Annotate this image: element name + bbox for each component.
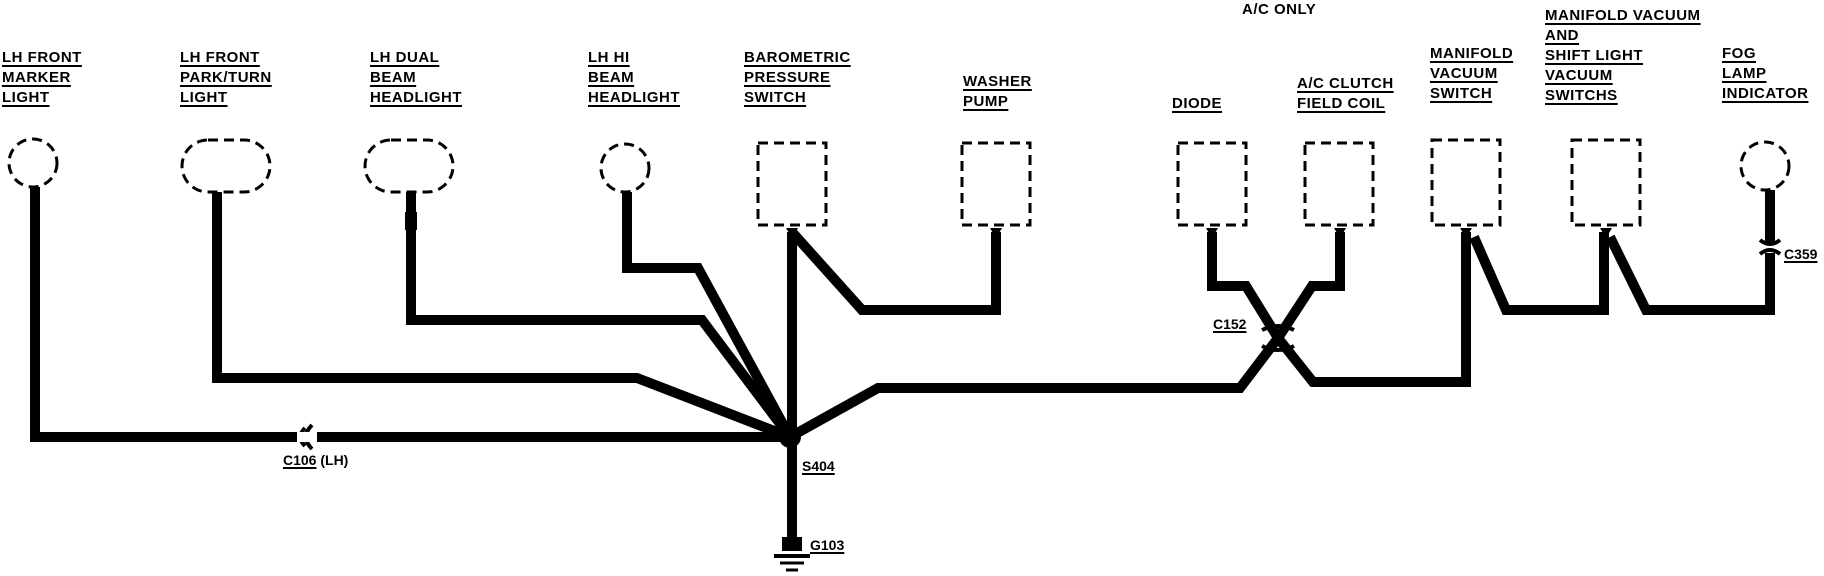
diode-label: DIODE — [1172, 95, 1223, 112]
wire-hi-beam — [622, 192, 795, 440]
ac-only-label: A/C ONLY — [1242, 1, 1317, 18]
c152-connector-label: C152 — [1213, 316, 1247, 332]
manifold-vacuum-shift-light-switchs-outline — [1570, 138, 1642, 227]
s404-splice-label: S404 — [802, 458, 835, 474]
diode-outline — [1176, 141, 1248, 227]
ground-symbol — [774, 537, 810, 572]
lh-front-park-turn-light-outline — [180, 138, 272, 194]
barometric-pressure-switch-label: BAROMETRIC PRESSURE SWITCH — [744, 49, 851, 106]
ac-clutch-field-coil-label: A/C CLUTCH FIELD COIL — [1297, 75, 1394, 112]
washer-pump-label: WASHER PUMP — [963, 73, 1032, 110]
lh-front-marker-light-label: LH FRONT MARKER LIGHT — [2, 49, 82, 106]
wire-manifold-vacuum-branch — [1469, 232, 1609, 315]
fog-lamp-indicator-outline — [1739, 140, 1791, 192]
c359-connector-label: C359 — [1784, 246, 1818, 262]
wire-washer-pump — [788, 228, 1001, 315]
lh-dual-beam-headlight-outline — [363, 138, 455, 194]
ac-clutch-field-coil-outline — [1303, 141, 1375, 227]
s404-splice — [779, 426, 801, 448]
barometric-pressure-switch-outline — [756, 141, 828, 227]
manifold-vacuum-switch-outline — [1430, 138, 1502, 227]
wire-shift-light — [1605, 190, 1775, 315]
lh-dual-beam-headlight-label: LH DUAL BEAM HEADLIGHT — [370, 49, 462, 106]
wire-park-turn — [212, 192, 792, 442]
c106-connector-label: C106 (LH) — [283, 452, 349, 468]
manifold-vacuum-switch-label: MANIFOLD VACUUM SWITCH — [1430, 45, 1514, 102]
c359-connector-mark — [1758, 238, 1782, 256]
lh-front-marker-light-outline — [7, 137, 59, 189]
manifold-vacuum-shift-light-switchs-label: MANIFOLD VACUUM AND SHIFT LIGHT VACUUM S… — [1545, 7, 1701, 104]
lh-hi-beam-headlight-label: LH HI BEAM HEADLIGHT — [588, 49, 680, 106]
fog-lamp-indicator-label: FOG LAMP INDICATOR — [1722, 45, 1809, 102]
wire-diode — [1207, 232, 1283, 341]
lh-hi-beam-headlight-outline — [599, 142, 651, 194]
wire-dual-beam — [406, 192, 794, 441]
wire-main-right — [787, 232, 1471, 442]
wire-ac-clutch — [1273, 232, 1345, 341]
wire-marker-light — [30, 187, 790, 442]
c152-connector-mark — [1261, 324, 1295, 352]
washer-pump-outline — [960, 141, 1032, 227]
g103-ground-label: G103 — [810, 537, 845, 553]
lh-front-park-turn-light-label: LH FRONT PARK/TURN LIGHT — [180, 49, 272, 106]
